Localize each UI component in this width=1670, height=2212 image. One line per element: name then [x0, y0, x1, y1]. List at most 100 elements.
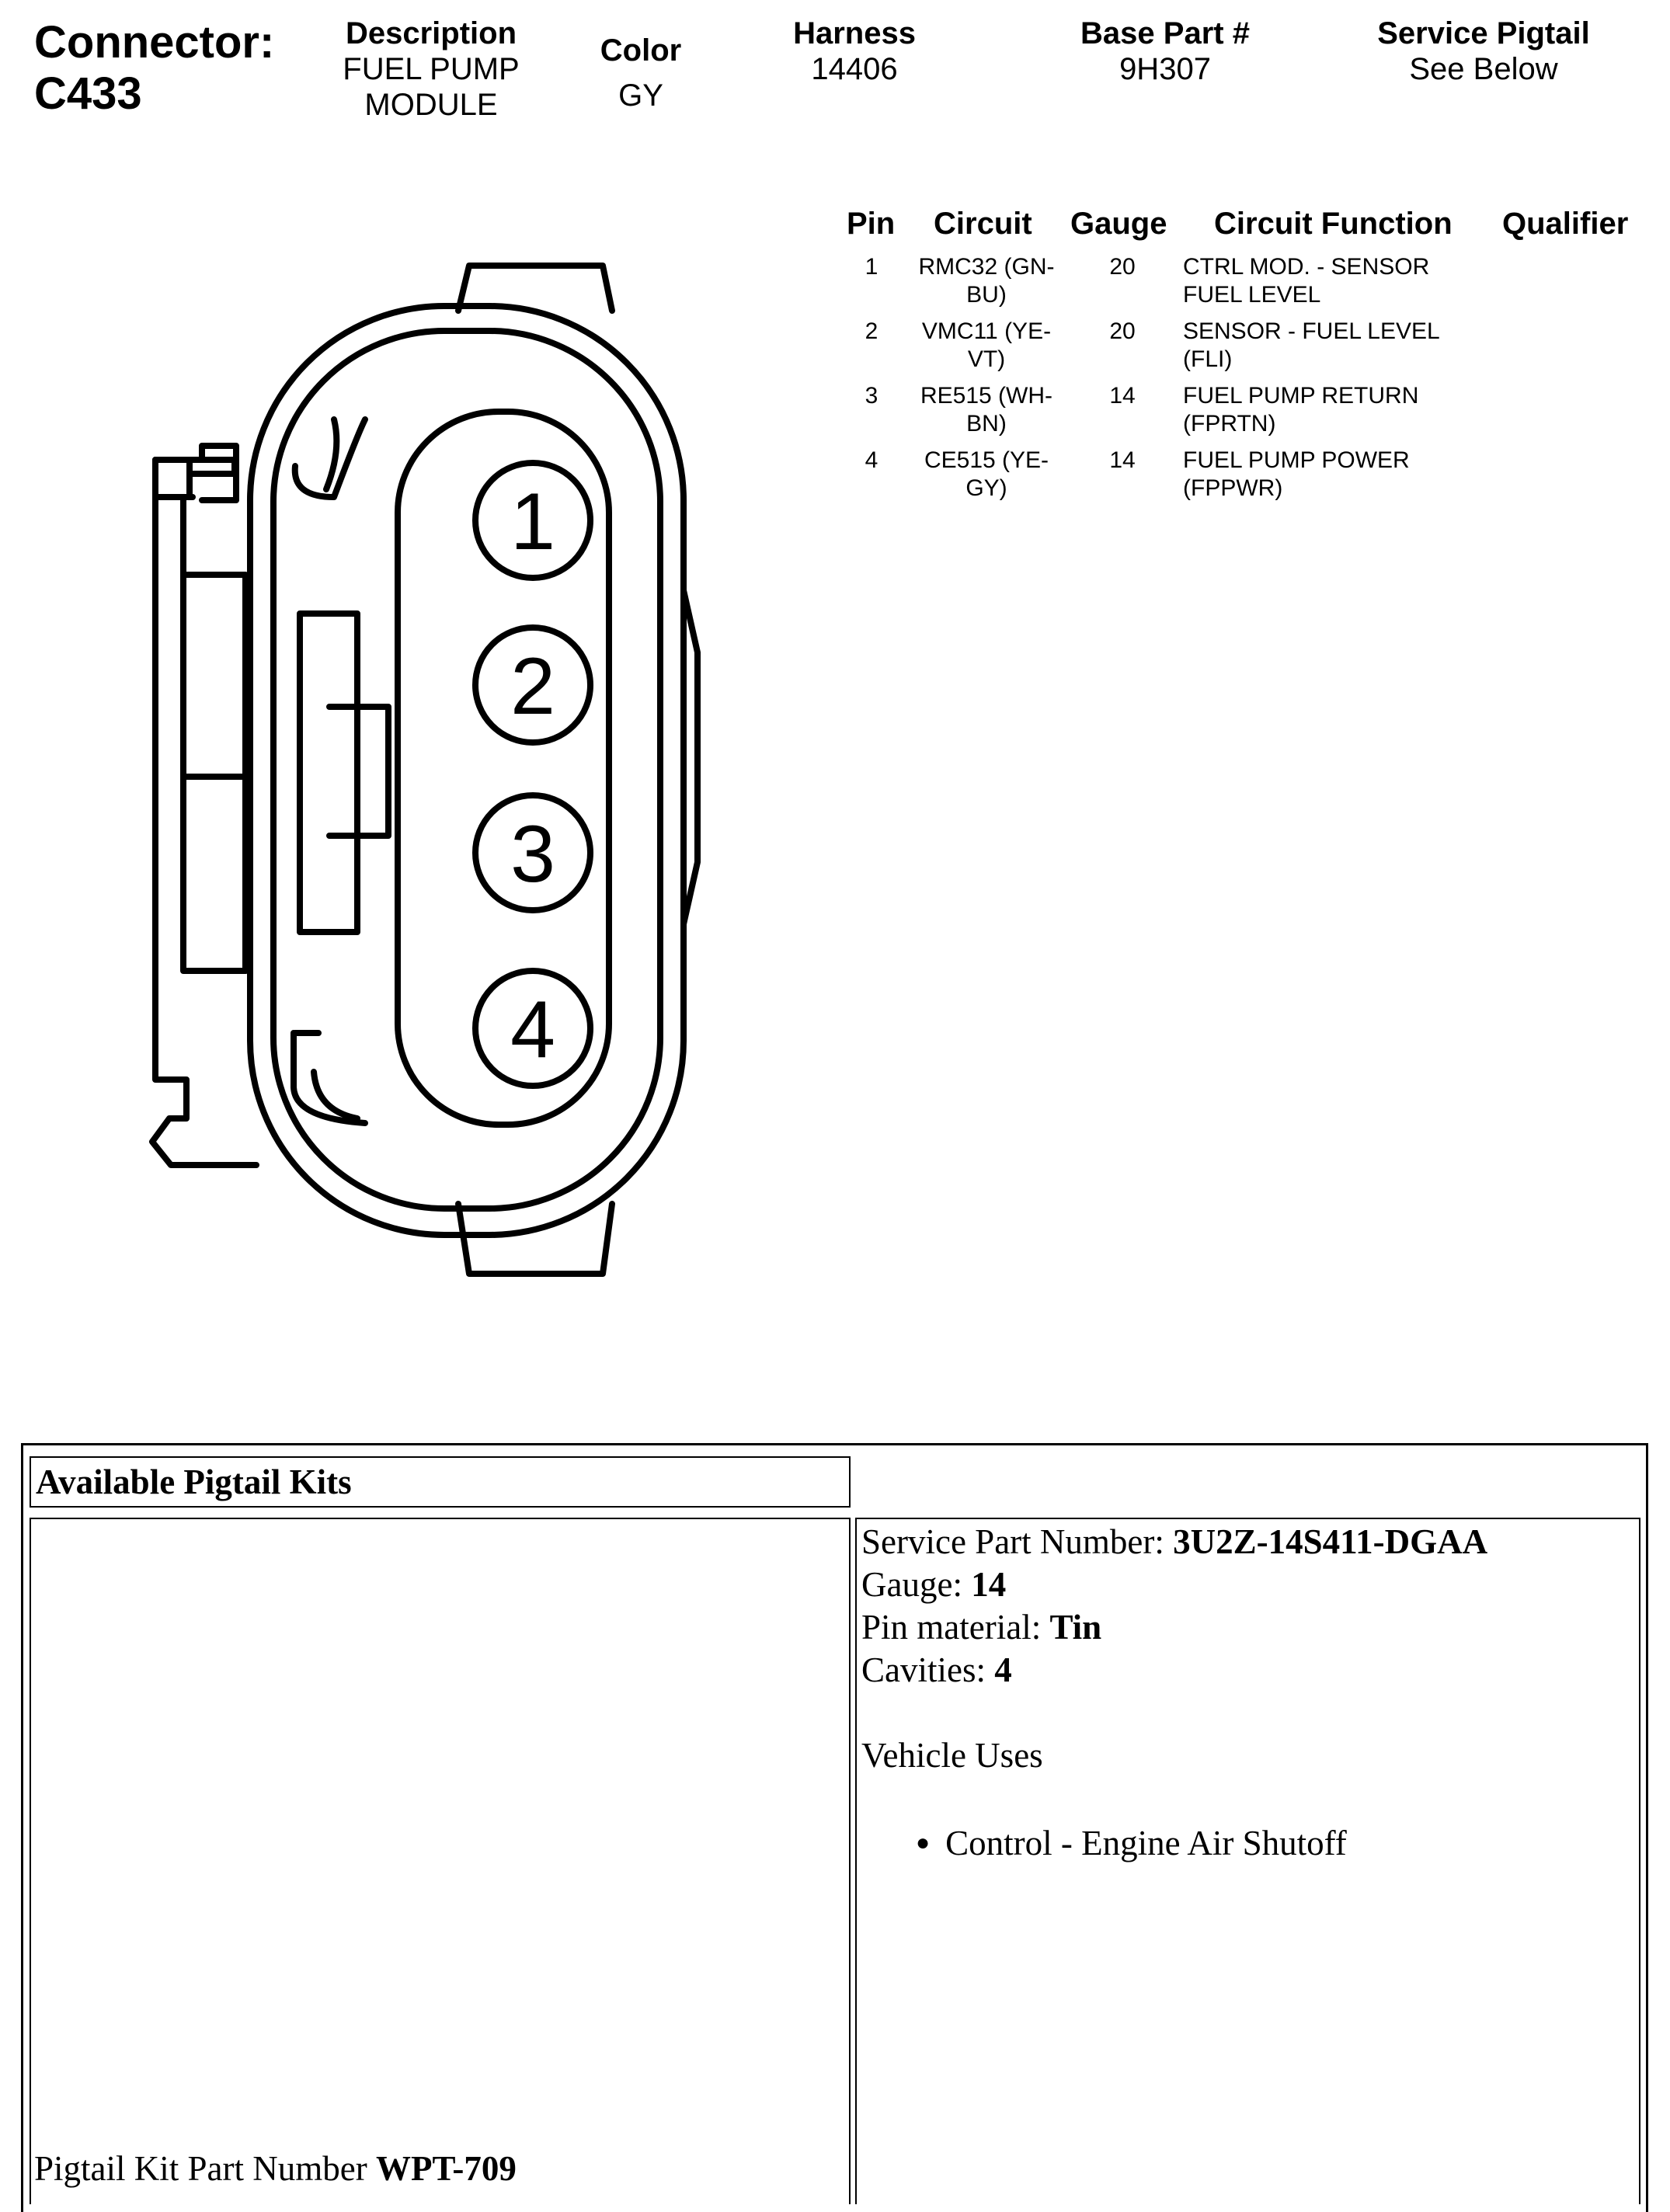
- function-line1: FUEL PUMP RETURN: [1183, 383, 1419, 409]
- color-value: GY: [618, 78, 663, 113]
- connector-inner-shell: [270, 328, 663, 1212]
- pin-2-label: 2: [510, 642, 555, 732]
- circuit-cell: RMC32 (GN- BU): [901, 253, 1072, 309]
- pin-4-cavity: [472, 968, 593, 1089]
- left-rail-top: [152, 443, 239, 503]
- pigtail-kit-details-cell: Service Part Number: 3U2Z-14S411-DGAA Ga…: [855, 1518, 1640, 2204]
- connector-outer-shell: [247, 303, 687, 1238]
- pin-3-label: 3: [510, 809, 555, 899]
- function-line2: (FPRTN): [1183, 411, 1276, 436]
- pigtail-kits-table: [21, 1443, 1648, 2212]
- vehicle-uses-list: ● Control - Engine Air Shutoff: [916, 1822, 1634, 1869]
- function-line1: CTRL MOD. - SENSOR: [1183, 254, 1430, 280]
- vehicle-use-text: Control - Engine Air Shutoff: [945, 1824, 1347, 1862]
- pin-number: 4: [865, 447, 878, 473]
- kit-gauge-value: 14: [971, 1565, 1007, 1604]
- vehicle-uses-heading: Vehicle Uses: [861, 1736, 1043, 1775]
- circuit-cell: VMC11 (YE- VT): [901, 318, 1072, 374]
- service-pigtail-value: See Below: [1409, 52, 1558, 86]
- function-line2: FUEL LEVEL: [1183, 282, 1321, 308]
- harness-value: 14406: [811, 52, 898, 86]
- bottom-latch-tab: [455, 1201, 615, 1277]
- pin-cavity-housing: [395, 409, 612, 1128]
- gauge-header: Gauge: [1070, 207, 1167, 241]
- base-part-column: Base Part # 9H307: [1056, 16, 1274, 87]
- connector-face-diagram: 1 2 3 4: [149, 263, 701, 1277]
- circuit-line1: RE515 (WH-: [920, 383, 1053, 409]
- function-cell: CTRL MOD. - SENSOR FUEL LEVEL: [1183, 253, 1478, 309]
- cavities: Cavities: 4: [861, 1649, 1634, 1692]
- left-rail: [149, 494, 259, 1168]
- qualifier-header: Qualifier: [1502, 207, 1629, 241]
- pigtail-kit-details: Service Part Number: 3U2Z-14S411-DGAA Ga…: [857, 1519, 1639, 1870]
- function-line2: (FLI): [1183, 346, 1233, 372]
- description-heading: Description: [345, 16, 517, 50]
- pigtail-kits-title-cell: Available Pigtail Kits: [30, 1456, 851, 1508]
- right-edge-detail: [680, 587, 701, 927]
- pin-material-label: Pin material:: [861, 1608, 1050, 1647]
- gauge-cell: 20: [1109, 254, 1136, 280]
- left-latch-bracket: [152, 457, 238, 500]
- function-cell: SENSOR - FUEL LEVEL (FLI): [1183, 318, 1478, 374]
- function-header: Circuit Function: [1214, 207, 1453, 241]
- description-column: Description FUEL PUMP MODULE: [315, 16, 548, 123]
- pigtail-kit-part-number: Pigtail Kit Part Number WPT-709: [34, 2148, 517, 2190]
- lower-latch-hook: [291, 1030, 368, 1126]
- base-part-heading: Base Part #: [1080, 16, 1250, 50]
- pigtail-kit-part-value: WPT-709: [375, 2149, 517, 2188]
- color-column: Color GY: [563, 33, 718, 113]
- color-heading: Color: [600, 33, 682, 68]
- circuit-line2: BU): [966, 282, 1007, 308]
- function-cell: FUEL PUMP POWER (FPPWR): [1183, 447, 1478, 503]
- circuit-cell: RE515 (WH- BN): [901, 382, 1072, 438]
- pin-number: 3: [865, 383, 878, 409]
- function-line1: SENSOR - FUEL LEVEL: [1183, 318, 1440, 344]
- left-mid-frame: [180, 774, 249, 974]
- pin-4-label: 4: [510, 985, 555, 1075]
- pin-2-cavity: [472, 624, 593, 746]
- pin-number: 2: [865, 318, 878, 344]
- service-pigtail-heading: Service Pigtail: [1377, 16, 1590, 50]
- gauge-cell: 14: [1109, 447, 1136, 473]
- service-pigtail-column: Service Pigtail See Below: [1344, 16, 1623, 87]
- left-inner-frame: [180, 572, 249, 780]
- service-part-label: Service Part Number:: [861, 1522, 1174, 1561]
- pin-1-label: 1: [510, 477, 555, 567]
- circuit-line2: BN): [966, 411, 1007, 436]
- pin-3-cavity: [472, 792, 593, 913]
- pigtail-kits-title: Available Pigtail Kits: [36, 1462, 352, 1501]
- pin-material: Pin material: Tin: [861, 1606, 1634, 1649]
- harness-heading: Harness: [793, 16, 916, 50]
- gauge-cell: 14: [1109, 383, 1136, 409]
- function-line1: FUEL PUMP POWER: [1183, 447, 1410, 473]
- connector-label-title: Connector:: [34, 17, 275, 68]
- cavities-value: 4: [994, 1650, 1012, 1689]
- inner-step-block: [297, 610, 360, 935]
- circuit-line2: VT): [967, 346, 1006, 372]
- description-line1: FUEL PUMP: [343, 52, 520, 86]
- connector-id: C433: [34, 68, 142, 119]
- pin-number: 1: [865, 254, 878, 280]
- pigtail-kit-image-cell: Pigtail Kit Part Number WPT-709: [30, 1518, 851, 2204]
- base-part-value: 9H307: [1119, 52, 1211, 86]
- inner-step-notch: [326, 704, 391, 839]
- function-line2: (FPPWR): [1183, 475, 1283, 501]
- pigtail-kit-part-label: Pigtail Kit Part Number: [34, 2149, 376, 2188]
- list-item: ● Control - Engine Air Shutoff: [916, 1822, 1634, 1869]
- harness-column: Harness 14406: [746, 16, 963, 87]
- cavities-label: Cavities:: [861, 1650, 995, 1689]
- kit-gauge: Gauge: 14: [861, 1563, 1634, 1606]
- service-part-number: Service Part Number: 3U2Z-14S411-DGAA: [861, 1521, 1634, 1563]
- pin-1-cavity: [472, 460, 593, 581]
- bullet-icon: ●: [916, 1830, 931, 1856]
- connector-label: Connector: C433: [34, 17, 274, 120]
- upper-latch-hook: [291, 416, 368, 500]
- description-line2: MODULE: [364, 88, 498, 122]
- circuit-line1: RMC32 (GN-: [918, 254, 1055, 280]
- circuit-line1: VMC11 (YE-: [921, 318, 1052, 344]
- circuit-header: Circuit: [934, 207, 1032, 241]
- circuit-cell: CE515 (YE- GY): [901, 447, 1072, 503]
- gauge-cell: 20: [1109, 318, 1136, 344]
- left-frame: [180, 494, 249, 974]
- circuit-line1: CE515 (YE-: [924, 447, 1049, 473]
